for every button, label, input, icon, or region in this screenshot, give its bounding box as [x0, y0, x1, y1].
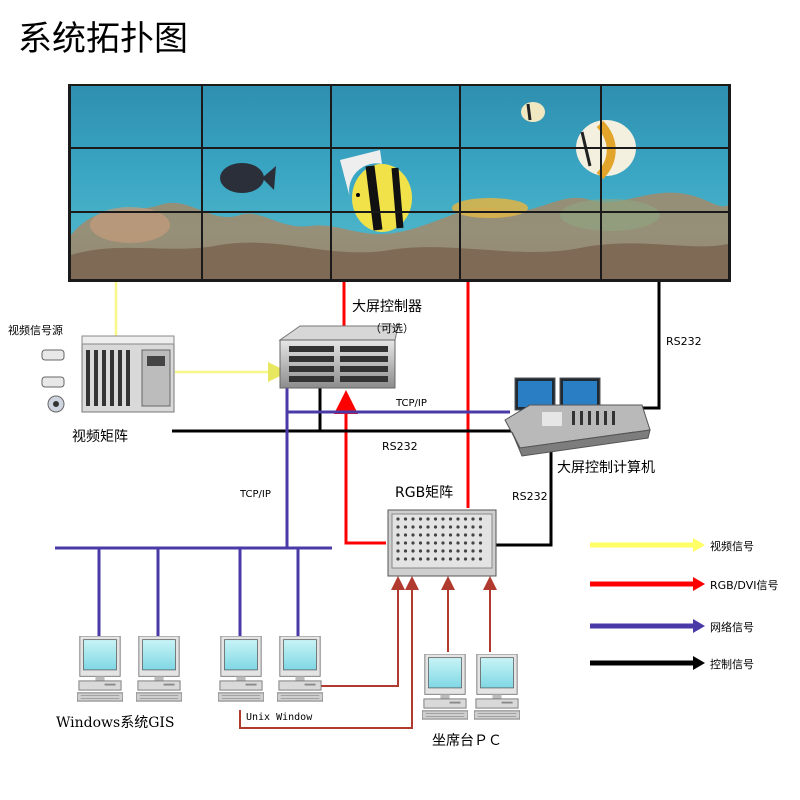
network-signal-lines — [55, 388, 510, 636]
legend-item: 视频信号 — [590, 538, 754, 553]
video-source-label: 视频信号源 — [8, 323, 63, 337]
rs232-mid-label: RS232 — [382, 440, 418, 453]
windows-pc-2-icon — [136, 636, 182, 702]
windows-gis-label: Windows系统GIS — [56, 715, 175, 731]
console-pc-label: 坐席台ＰＣ — [432, 733, 502, 749]
control-console-icon — [504, 377, 651, 457]
screen-computer-label: 大屏控制计算机 — [557, 460, 655, 476]
legend-label: 视频信号 — [710, 539, 754, 553]
legend-label: 控制信号 — [710, 657, 754, 671]
security-camera-icon — [41, 349, 65, 413]
legend: 视频信号 RGB/DVI信号 网络信号 控制信号 — [590, 538, 778, 671]
legend-item: RGB/DVI信号 — [590, 577, 778, 592]
legend-label: RGB/DVI信号 — [710, 579, 778, 592]
console-pc-1-icon — [422, 654, 468, 720]
legend-label: 网络信号 — [710, 620, 754, 634]
optional-label: （可选） — [370, 322, 414, 335]
unix-pc-2-icon — [277, 636, 323, 702]
video-matrix-icon — [81, 335, 175, 413]
black-fish-icon — [220, 163, 276, 193]
page-title: 系统拓扑图 — [18, 19, 188, 59]
unix-window-label: Unix Window — [246, 712, 313, 723]
moorish-idol-fish-icon — [340, 150, 412, 232]
legend-item: 控制信号 — [590, 656, 754, 671]
small-fish-icon — [521, 102, 545, 122]
tcpip-top-label: TCP/IP — [395, 398, 427, 409]
video-matrix-label: 视频矩阵 — [72, 429, 128, 445]
rs232-right-label: RS232 — [666, 335, 702, 348]
pc-link-lines — [239, 576, 497, 729]
rgb-matrix-label: RGB矩阵 — [395, 485, 453, 501]
tcpip-left-label: TCP/IP — [239, 489, 271, 500]
video-signal-lines — [114, 282, 288, 382]
video-wall — [68, 84, 731, 282]
control-signal-lines — [172, 282, 661, 547]
screen-controller-label: 大屏控制器 — [352, 299, 422, 315]
console-pc-2-icon — [474, 654, 520, 720]
windows-pc-1-icon — [77, 636, 123, 702]
rs232-lower-label: RS232 — [512, 490, 548, 503]
legend-item: 网络信号 — [590, 619, 754, 634]
rgb-matrix-icon — [387, 509, 497, 577]
screen-controller-icon — [278, 325, 399, 389]
unix-pc-1-icon — [218, 636, 264, 702]
